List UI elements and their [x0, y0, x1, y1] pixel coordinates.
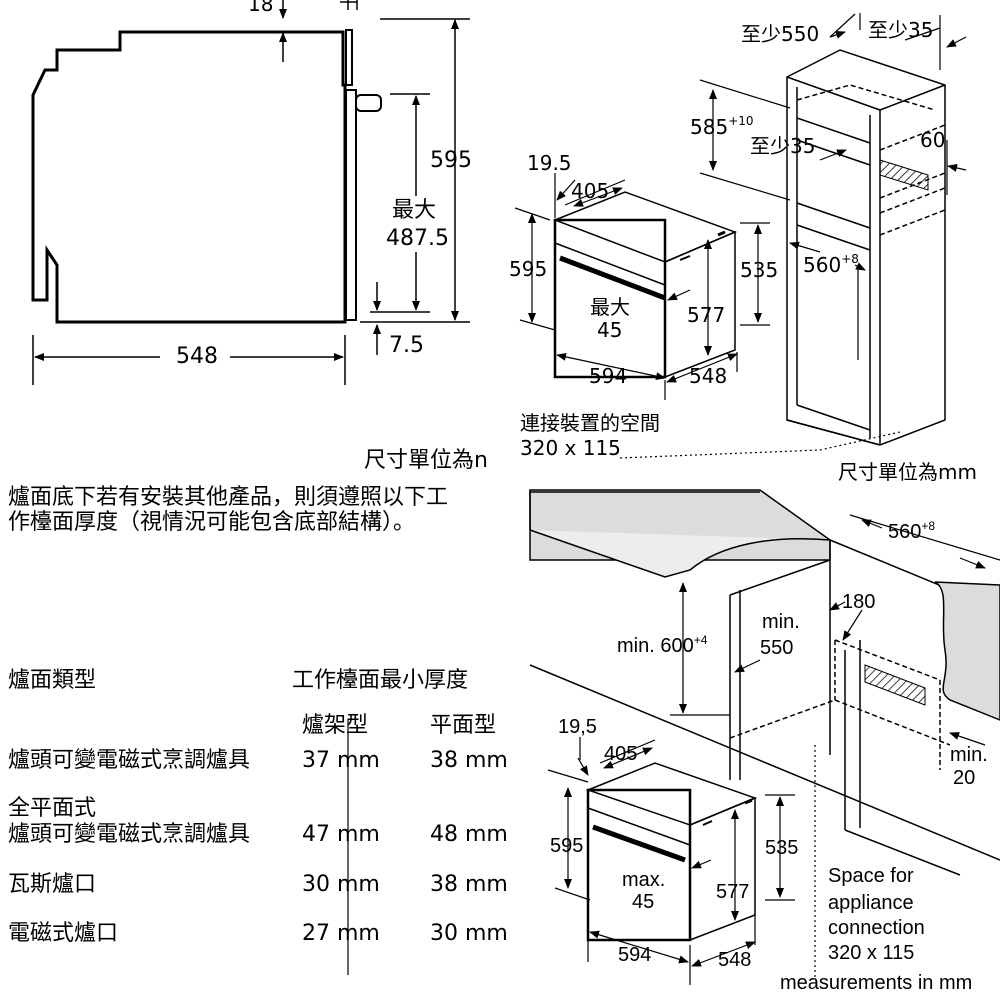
bottom-min-label: min. [762, 611, 800, 633]
bottom-min20-label: min. [950, 744, 988, 766]
side-view-oven [31, 30, 347, 324]
side-view-front-panel [345, 29, 382, 321]
oven-top-dim-548: 548 [689, 364, 728, 388]
table-row-3-flat: 38 mm [430, 872, 508, 897]
bottom-max-label: max. [622, 869, 666, 891]
oven-top-dimension-lines [514, 173, 770, 400]
bottom-dim-577: 577 [716, 881, 750, 903]
table-row-3-frame: 30 mm [302, 872, 380, 897]
oven-top-dim-595: 595 [509, 257, 548, 281]
oven-top-max-value: 45 [597, 318, 623, 342]
bottom-dim-548: 548 [718, 949, 752, 971]
table-row-1-frame: 37 mm [302, 748, 380, 773]
table-row-1-type: 爐頭可變電磁式烹調爐具 [8, 748, 251, 773]
cabinet-dim-560: 560+8 [803, 252, 859, 277]
space-line-1: Space for [828, 865, 914, 887]
cabinet-connection-hatch [879, 159, 929, 191]
table-row-2-type: 爐頭可變電磁式烹調爐具 [8, 822, 251, 847]
oven-top-max-label: 最大 [590, 295, 630, 319]
bottom-min-600: min. 600+4 [617, 633, 708, 657]
bottom-dim-405: 405 [604, 743, 638, 765]
table-subheader-frame: 爐架型 [302, 713, 369, 738]
oven-top-dim-535: 535 [740, 258, 779, 282]
side-dim-max-label: 最大 [392, 198, 437, 223]
bottom-dimension-lines [547, 514, 1000, 985]
cabinet-dim-60: 60 [920, 128, 946, 152]
table-row-3-type: 瓦斯爐口 [8, 872, 97, 897]
table-row-2-type-line1: 全平面式 [8, 796, 97, 821]
table-row-2-flat: 48 mm [430, 822, 508, 847]
side-view-dimension-lines [32, 0, 470, 385]
bottom-min-550: 550 [760, 637, 794, 659]
oven-top-dim-594: 594 [589, 364, 628, 388]
side-dim-595: 595 [430, 148, 472, 173]
bottom-connection-hatch [864, 664, 926, 706]
side-dim-487: 487.5 [386, 226, 449, 251]
cabinet-top-drawing [786, 49, 946, 446]
cabinet-unit-label: 尺寸單位為mm [838, 460, 977, 484]
bottom-unit-label: measurements in mm [780, 972, 973, 994]
cabinet-min-550: 至少550 [741, 22, 820, 46]
cabinet-min-35-a: 至少35 [868, 18, 934, 42]
cabinet-top-dimension-lines [619, 13, 967, 459]
table-header-type: 爐面類型 [8, 668, 97, 693]
bottom-dim-19-5: 19,5 [558, 716, 597, 738]
bottom-min-20: 20 [953, 767, 976, 789]
cabinet-dim-585: 585+10 [690, 114, 754, 139]
oven-top-dim-19-5: 19.5 [527, 151, 572, 175]
bottom-dim-595: 595 [550, 835, 584, 857]
side-dim-548: 548 [176, 344, 218, 369]
note-line-2: 作檯面厚度（視情況可能包含底部結構）。 [8, 510, 416, 535]
bottom-dim-560: 560+8 [888, 519, 936, 543]
bottom-max-value: 45 [632, 891, 655, 913]
side-dim-7-5: 7.5 [389, 333, 424, 358]
oven-top-dim-577: 577 [687, 303, 726, 327]
space-line-4: 320 x 115 [828, 942, 915, 964]
table-row-4-frame: 27 mm [302, 921, 380, 946]
space-line-2: appliance [828, 892, 914, 914]
side-dim-18: 18 [248, 0, 274, 16]
table-row-4-type: 電磁式爐口 [8, 921, 119, 946]
oven-bottom-drawing [585, 762, 758, 942]
bottom-dim-180: 180 [842, 591, 876, 613]
table-subheader-flat: 平面型 [430, 713, 497, 738]
table-row-2-frame: 47 mm [302, 822, 380, 847]
cabinet-min-35-b: 至少35 [750, 134, 816, 158]
table-row-1-flat: 38 mm [430, 748, 508, 773]
countertop-drawing [529, 489, 1000, 876]
table-header-thickness: 工作檯面最小厚度 [292, 668, 469, 693]
note-line-1: 爐面底下若有安裝其他產品，則須遵照以下工 [8, 485, 449, 510]
connection-space-size: 320 x 115 [520, 436, 621, 460]
connection-space-label: 連接裝置的空間 [520, 411, 660, 435]
oven-top-dim-405: 405 [571, 179, 610, 203]
side-unit-label: 尺寸單位為n [364, 448, 488, 473]
space-line-3: connection [828, 917, 925, 939]
table-row-4-flat: 30 mm [430, 921, 508, 946]
bottom-dim-594: 594 [618, 944, 652, 966]
bottom-dim-535: 535 [765, 837, 799, 859]
